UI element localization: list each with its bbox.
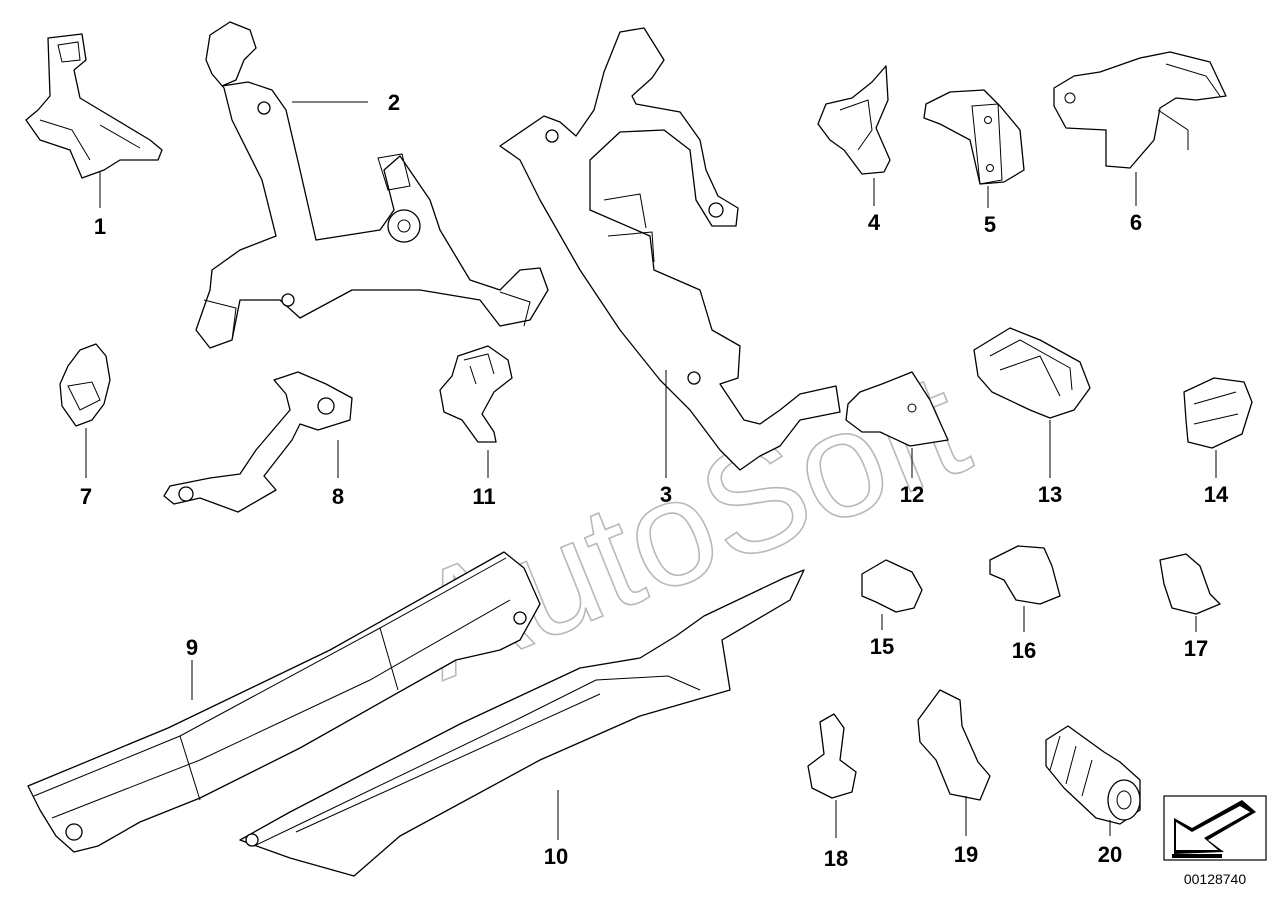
part-13-connector[interactable] — [973, 327, 1091, 419]
part-11-clip[interactable] — [439, 345, 513, 443]
callout-8: 8 — [332, 484, 344, 509]
callout-2: 2 — [388, 90, 400, 115]
orientation-box — [1163, 795, 1267, 861]
callout-20: 20 — [1098, 842, 1122, 867]
part-6-bracket[interactable] — [1053, 51, 1227, 169]
callout-13: 13 — [1038, 482, 1062, 507]
callout-11: 11 — [472, 484, 495, 509]
callout-12: 12 — [900, 482, 924, 507]
part-14-clip[interactable] — [1183, 377, 1253, 449]
callout-19: 19 — [954, 842, 978, 867]
direction-arrow-icon — [1172, 800, 1256, 858]
callout-18: 18 — [824, 846, 848, 871]
leader-lines — [85, 101, 1217, 840]
part-17-clip[interactable] — [1159, 553, 1221, 615]
callout-9: 9 — [186, 635, 198, 660]
callout-14: 14 — [1204, 482, 1229, 507]
callout-5: 5 — [984, 212, 996, 237]
callout-6: 6 — [1130, 210, 1142, 235]
callout-10: 10 — [544, 844, 568, 869]
callout-7: 7 — [80, 484, 92, 509]
part-8-bracket[interactable] — [163, 371, 353, 513]
part-20-grommet[interactable] — [1045, 725, 1141, 825]
callout-15: 15 — [870, 634, 894, 659]
part-12-clip[interactable] — [845, 371, 949, 447]
part-10-channel[interactable] — [239, 569, 805, 877]
reference-number: 00128740 — [1184, 871, 1247, 887]
callouts: 1 2 3 4 5 6 7 8 9 10 11 12 13 14 15 16 1… — [80, 90, 1229, 871]
part-1-bracket[interactable] — [25, 33, 163, 179]
callout-3: 3 — [660, 482, 672, 507]
part-16-clip[interactable] — [989, 545, 1061, 605]
part-4-clip[interactable] — [817, 65, 891, 175]
callout-17: 17 — [1184, 636, 1208, 661]
callout-4: 4 — [868, 210, 881, 235]
callout-1: 1 — [94, 214, 106, 239]
part-18-clip[interactable] — [807, 713, 857, 799]
part-7-clip[interactable] — [59, 343, 111, 427]
part-9-channel[interactable] — [27, 551, 541, 853]
part-5-bracket[interactable] — [923, 89, 1025, 185]
part-3-bracket[interactable] — [499, 27, 841, 471]
callout-16: 16 — [1012, 638, 1036, 663]
part-15-clip[interactable] — [861, 559, 923, 613]
part-19-clip[interactable] — [917, 689, 991, 801]
part-2-bracket[interactable] — [195, 21, 549, 349]
